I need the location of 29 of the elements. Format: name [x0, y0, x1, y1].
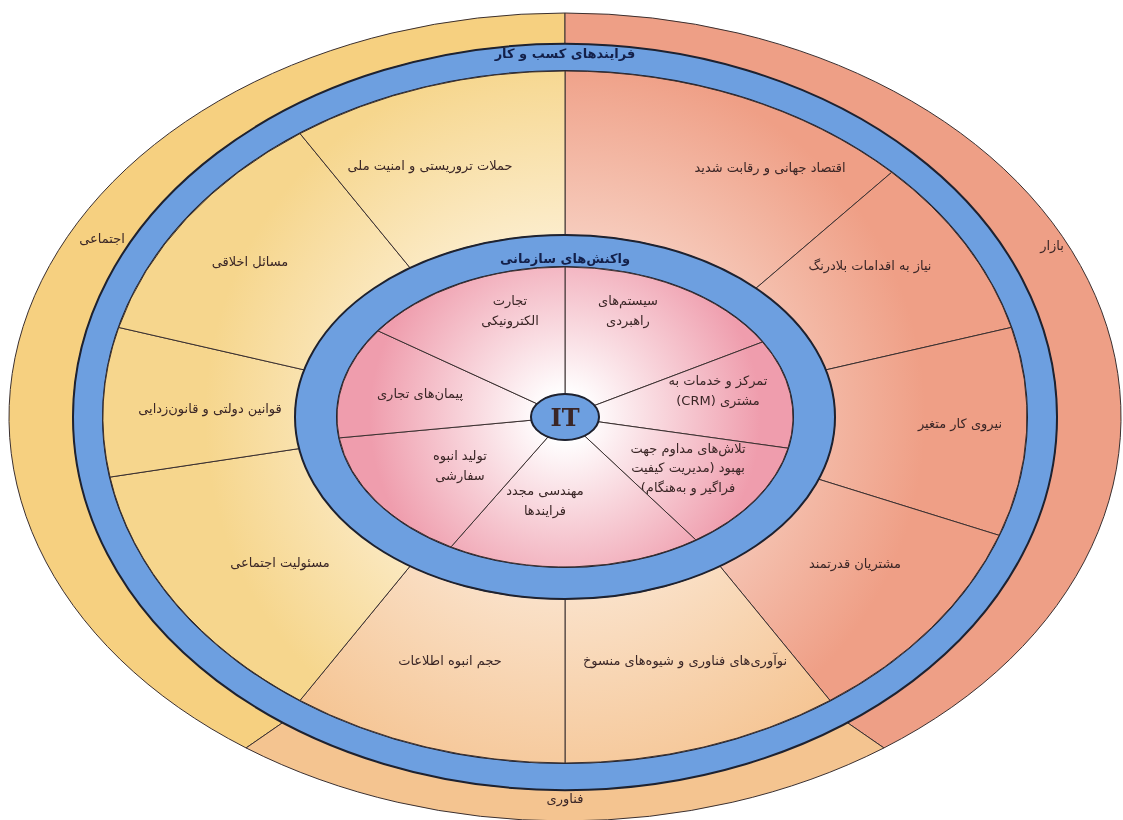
- ring-sector: [102, 326, 305, 478]
- ring-sector: [245, 722, 885, 820]
- sector-label: حملات تروریستی و امنیت ملی: [347, 158, 513, 173]
- ring-title: فرایندهای کسب و کار: [494, 46, 636, 61]
- sector-label: نوآوری‌های فناوری و شیوه‌های منسوخ: [582, 653, 788, 668]
- sector-label: نیاز به اقدامات بلادرنگ: [808, 258, 932, 273]
- sector-label: حجم انبوه اطلاعات: [398, 653, 502, 668]
- sector-label: نیروی کار متغیر: [917, 416, 1003, 431]
- sector-label: سیستم‌های راهبردی: [598, 293, 658, 328]
- sector-label: فناوری: [546, 791, 584, 806]
- sector-label: مسئولیت اجتماعی: [230, 555, 330, 570]
- sector-label: پیمان‌های تجاری: [376, 386, 464, 401]
- ring-sector: [377, 266, 566, 405]
- ring-sector: [818, 326, 1028, 536]
- ring-title: واکنش‌های سازمانی: [499, 251, 631, 266]
- ring-sector: [336, 330, 538, 439]
- sector-label: قوانین دولتی و قانون‌زدایی: [138, 401, 282, 416]
- sector-label: تمرکز و خدمات به مشتری (CRM): [668, 373, 768, 408]
- sector-label: اجتماعی: [79, 231, 125, 246]
- sector-label: اقتصاد جهانی و رقابت شدید: [694, 160, 846, 175]
- sector-label: تجارت الکترونیکی: [481, 293, 539, 328]
- center-label: IT: [550, 403, 580, 432]
- sector-label: بازار: [1040, 238, 1064, 253]
- sector-label: تولید انبوه سفارشی: [433, 448, 487, 483]
- sector-label: تلاش‌های مداوم جهت بهبود (مدیریت کیفیت فراگیر و به‌هنگام): [630, 440, 746, 495]
- sector-label: مهندسی مجدد فرایندها: [506, 483, 584, 518]
- center-ellipse: [530, 393, 600, 441]
- sector-label: مسائل اخلاقی: [211, 254, 289, 269]
- sector-label: مشتریان قدرتمند: [808, 556, 902, 571]
